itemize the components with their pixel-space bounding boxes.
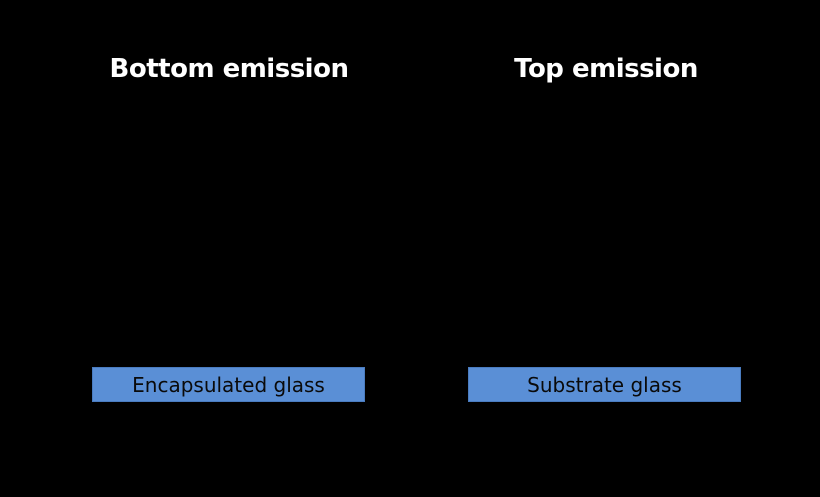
bottom-emission-title: Bottom emission bbox=[109, 54, 349, 84]
top-emission-title: Top emission bbox=[514, 54, 698, 84]
substrate-glass-layer: Substrate glass bbox=[468, 367, 741, 402]
encapsulated-glass-layer: Encapsulated glass bbox=[92, 367, 365, 402]
substrate-glass-label: Substrate glass bbox=[527, 372, 682, 397]
encapsulated-glass-label: Encapsulated glass bbox=[132, 372, 325, 397]
